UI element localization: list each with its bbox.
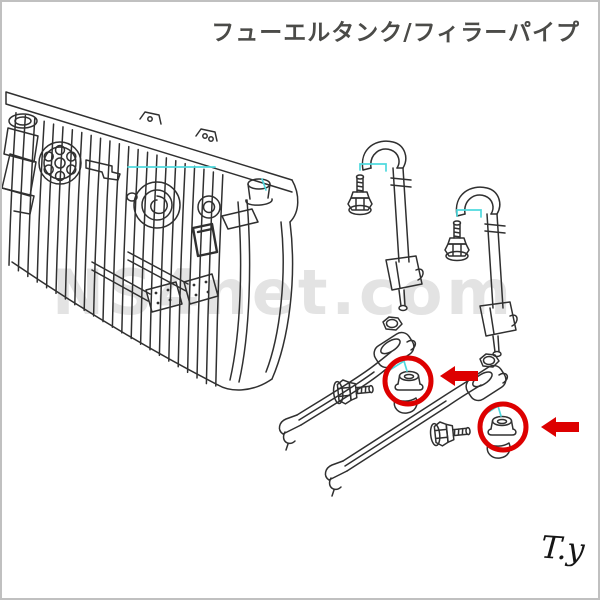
band-bolt-rear — [428, 418, 472, 448]
leader-line — [261, 178, 267, 191]
leader-line — [387, 359, 408, 372]
highlight-circle-rear — [477, 401, 529, 453]
highlight-circle-front — [382, 355, 434, 407]
mounting-bolt-front — [347, 174, 373, 216]
tank-ribs — [8, 112, 224, 387]
fuel-tank — [1, 91, 299, 391]
highlight-arrow-rear — [541, 417, 579, 437]
mounting-nut-rear — [479, 353, 500, 368]
filler-neck — [245, 178, 273, 206]
filler-pipe-hanger-rear — [455, 186, 518, 358]
tank-mounting-plates — [91, 251, 219, 313]
signature-logo: T.y — [539, 529, 586, 569]
mounting-nut-front — [382, 316, 403, 331]
cushion-grommet-front — [393, 370, 424, 414]
page-title: フューエルタンク/フィラーパイプ — [211, 20, 580, 46]
leader-line — [359, 163, 387, 172]
leader-line — [456, 209, 482, 218]
tank-band-rear — [324, 361, 511, 497]
mounting-bolt-rear — [444, 220, 470, 262]
filler-pipe-hanger-front — [361, 140, 424, 312]
band-bolt-front — [331, 376, 375, 406]
highlight-arrow-front — [440, 366, 478, 386]
